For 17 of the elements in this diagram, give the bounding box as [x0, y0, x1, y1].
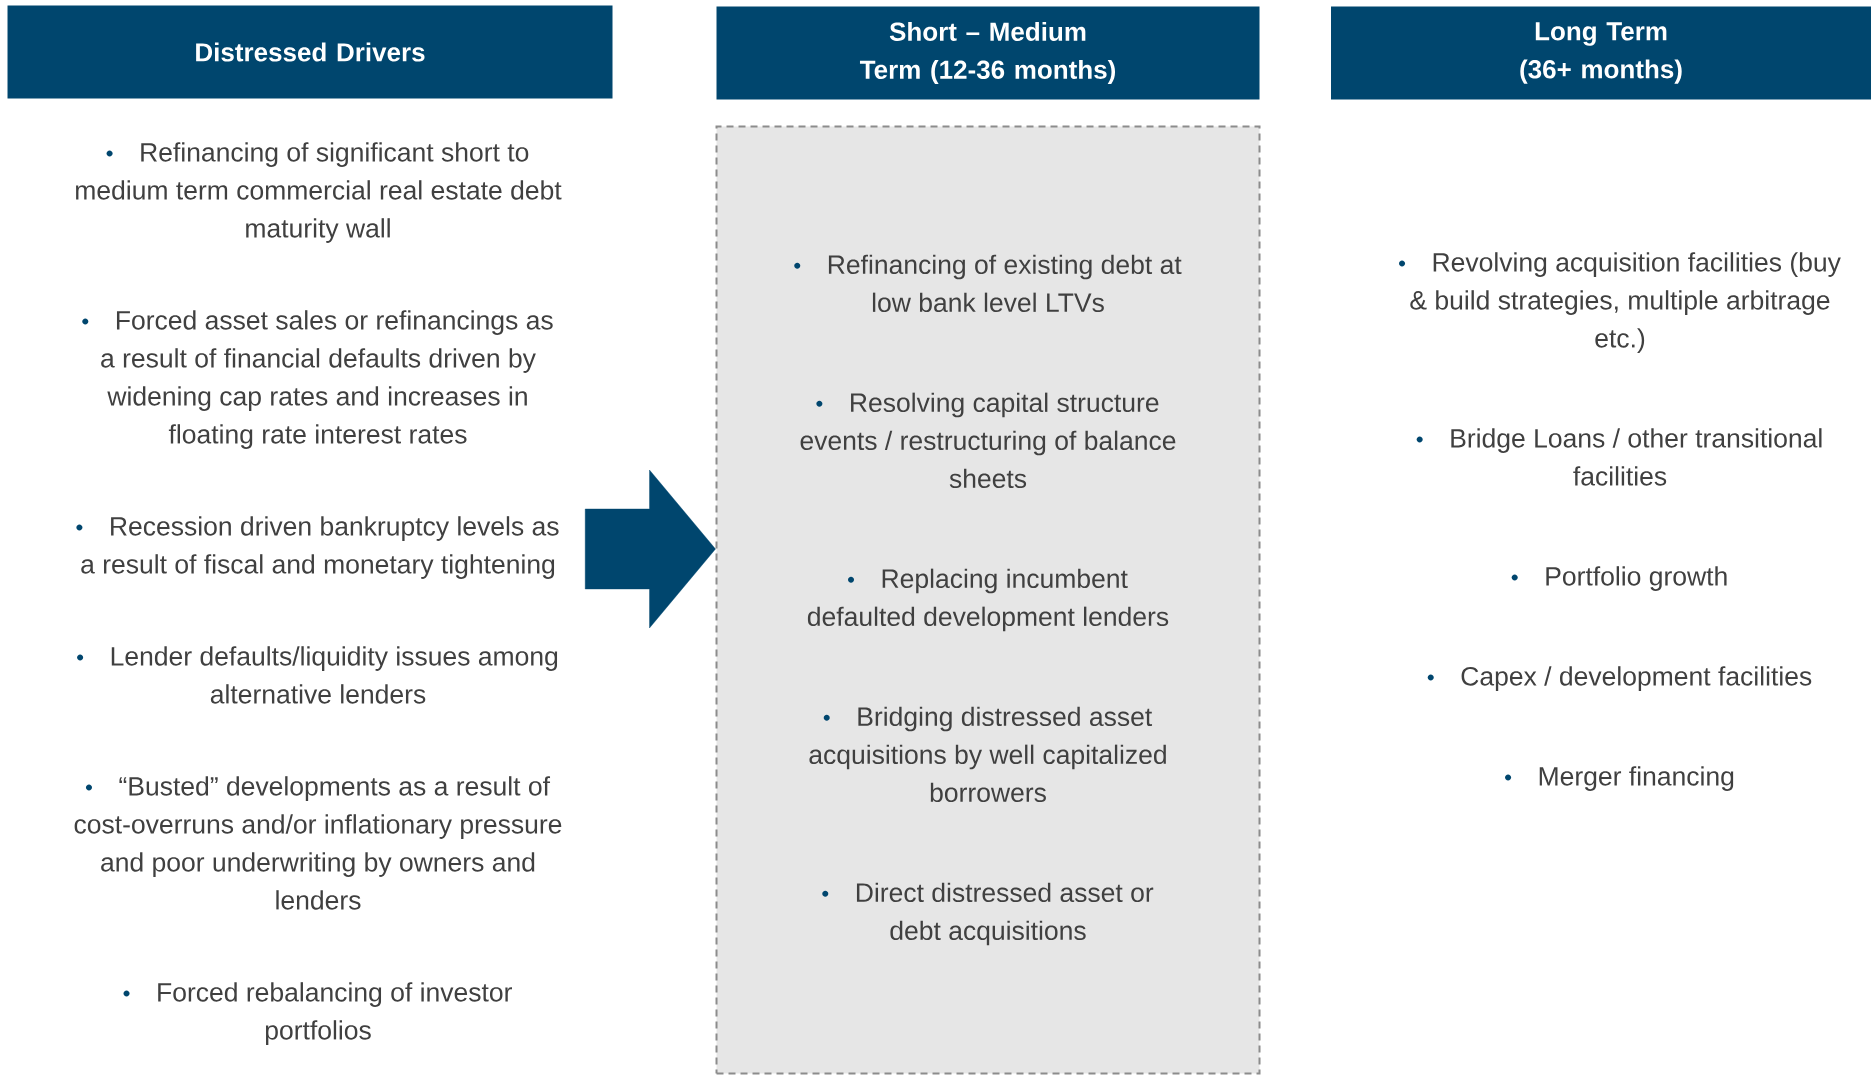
bullet-text: Capex / development facilities [1427, 666, 1812, 691]
node-label: Recession driven bankruptcy levels as a result of fiscal and monetary tightening [81, 516, 559, 579]
block-arrow [585, 469, 716, 629]
bullet-list: Refinancing of significant short to medium term commercial real estate debt maturity wall Forced asset sales or refinancings as a result of financial defaults driven by widening cap rates and increases in floating rate interest rates Recession driven bankruptcy levels as a result of fiscal and monetary tightening Lender defaults/liquidity issues among alternative lenders “Busted” developments as a result of cost-overruns and/or inflationary pressure and poor underwriting by owners and lenders Forced rebalancing of investor portfolios [74, 142, 562, 1045]
bullet-text: Portfolio growth [1511, 566, 1727, 591]
node-label: Forced asset sales or refinancings as a result of financial defaults driven by widening cap rates and increases in floating rate interest rates [101, 310, 553, 449]
header-bar: Short – Medium Term (12-36 months) [716, 6, 1260, 100]
bullet-text: Merger financing [1505, 766, 1734, 791]
header-bar: Long Term (36+ months) [1331, 6, 1871, 100]
bullet-text: Revolving acquisition facilities (buy & build strategies, multiple arbitrage etc.) [1399, 252, 1841, 353]
node-label: Forced rebalancing of investor portfolios [158, 982, 512, 1045]
node-label: Lender defaults/liquidity issues among alternative lenders [111, 646, 558, 704]
header-bar: Distressed Drivers [7, 5, 613, 99]
dashed-panel: Refinancing of existing debt at low bank level LTVs Resolving capital structure events / restructuring of balance sheets Replacing incumbent defaulted development lenders Bridging distressed asset acquisitions by well capitalized borrowers Direct distressed asset or debt acquisitions [715, 125, 1261, 1075]
node-label: Refinancing of significant short to medium term commercial real estate debt maturity wall [76, 142, 562, 243]
bullet-text: Bridge Loans / other transitional facilities [1416, 428, 1822, 486]
node-label: “Busted” developments as a result of cost-overruns and/or inflationary pressure and poor underwriting by owners and lenders [74, 776, 562, 910]
